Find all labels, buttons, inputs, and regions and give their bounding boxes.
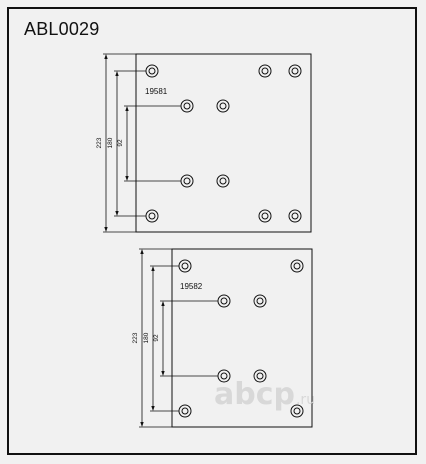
hole <box>253 294 267 308</box>
hole <box>180 99 194 113</box>
hole <box>145 64 159 78</box>
hole <box>178 404 192 418</box>
sheet-border <box>7 7 417 455</box>
brake-lining-diagram-1 <box>103 53 312 233</box>
hole <box>288 64 302 78</box>
arrowheads-2 <box>140 249 165 427</box>
dim-label-inner-2: 92 <box>153 334 160 342</box>
dim-label-overall-1: 223 <box>96 137 103 148</box>
hole <box>258 209 272 223</box>
hole <box>288 209 302 223</box>
extension-lines-1 <box>103 53 181 233</box>
hole <box>217 294 231 308</box>
dimension-lines-1 <box>105 56 128 230</box>
watermark-logo: abcp .ru <box>214 377 315 412</box>
lining-outline-1 <box>135 53 312 233</box>
lining-outline-2 <box>171 248 313 428</box>
hole <box>258 64 272 78</box>
hole <box>216 174 230 188</box>
watermark-brand: abcp <box>214 377 295 412</box>
hole <box>253 369 267 383</box>
dim-label-middle-1: 180 <box>107 137 114 148</box>
hole <box>290 259 304 273</box>
dim-label-inner-1: 92 <box>117 139 124 147</box>
extension-lines-2 <box>139 248 218 428</box>
hole <box>180 174 194 188</box>
hole <box>216 99 230 113</box>
mounting-holes-1 <box>145 64 302 223</box>
hole <box>290 404 304 418</box>
part-code-title: ABL0029 <box>24 19 100 39</box>
dim-label-middle-2: 180 <box>143 332 150 343</box>
hole <box>145 209 159 223</box>
brake-lining-diagram-2 <box>139 248 313 428</box>
hole <box>178 259 192 273</box>
dimension-lines-2 <box>141 251 164 425</box>
arrowheads-1 <box>104 54 129 232</box>
part-number-label-1: 19581 <box>145 87 168 96</box>
mounting-holes-2 <box>178 259 304 418</box>
part-number-label-2: 19582 <box>180 282 203 291</box>
watermark-suffix: .ru <box>296 392 315 408</box>
dim-label-overall-2: 223 <box>132 332 139 343</box>
